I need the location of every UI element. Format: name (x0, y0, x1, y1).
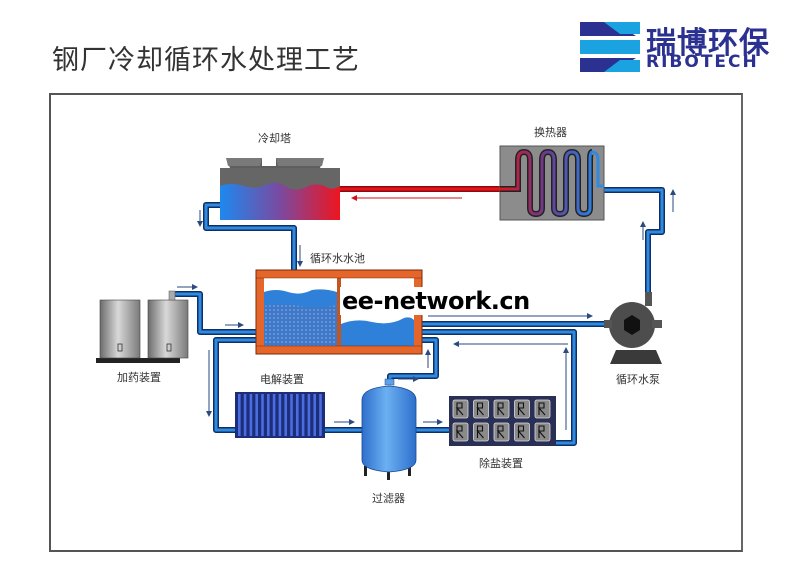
valve-icon (496, 425, 505, 439)
flow-arrows (177, 189, 676, 430)
valve-icon (455, 425, 464, 439)
electrode-plate (272, 394, 276, 436)
circulating-pump (604, 292, 662, 364)
electrode-plate (249, 394, 253, 436)
valve-icon (476, 402, 484, 416)
electrode-plate (319, 394, 322, 436)
valve-icon (517, 402, 525, 416)
valve-icon (537, 425, 546, 439)
electrode-plate (296, 394, 299, 436)
company-logo: 瑞博环保 RIBOTECH (580, 20, 780, 74)
electrode-plate (261, 394, 264, 436)
label-circulating-pool: 循环水水池 (310, 252, 365, 265)
label-circulating-pump: 循环水泵 (616, 373, 660, 386)
electrode-plate (307, 394, 311, 436)
logo-name-cn: 瑞博环保 (646, 26, 770, 61)
label-electrolysis-device: 电解装置 (260, 372, 304, 386)
watermark: ee-network.cn (340, 287, 532, 315)
logo-name-en: RIBOTECH (646, 52, 759, 72)
label-desalination-device: 除盐装置 (479, 456, 523, 470)
electrode-plate (313, 394, 316, 436)
electrode-plate (284, 394, 287, 436)
heat-exchanger (499, 145, 605, 221)
electrolysis-device (235, 392, 325, 438)
pipes (173, 186, 665, 446)
electrode-plate (243, 394, 247, 436)
filter (361, 378, 417, 480)
dosing-device (96, 290, 189, 363)
label-dosing-device: 加药装置 (117, 371, 161, 384)
electrode-plate (238, 394, 241, 436)
diagram-frame (49, 93, 743, 552)
page-title: 钢厂冷却循环水处理工艺 (52, 45, 360, 76)
valve-icon (496, 402, 505, 416)
valve-icon (517, 425, 525, 439)
electrode-plate (290, 394, 293, 436)
valve-icon (537, 402, 546, 416)
electrode-plate (301, 394, 305, 436)
electrode-plate (255, 394, 258, 436)
desalination-device (449, 396, 556, 446)
label-cooling-tower: 冷却塔 (258, 132, 291, 145)
electrode-plate (267, 394, 270, 436)
label-heat-exchanger: 换热器 (534, 125, 567, 139)
electrode-plate (278, 394, 282, 436)
valve-icon (455, 402, 464, 416)
cooling-tower (220, 158, 340, 220)
valve-icon (476, 425, 484, 439)
label-filter: 过滤器 (372, 492, 405, 505)
logo-mark-icon (580, 22, 640, 72)
